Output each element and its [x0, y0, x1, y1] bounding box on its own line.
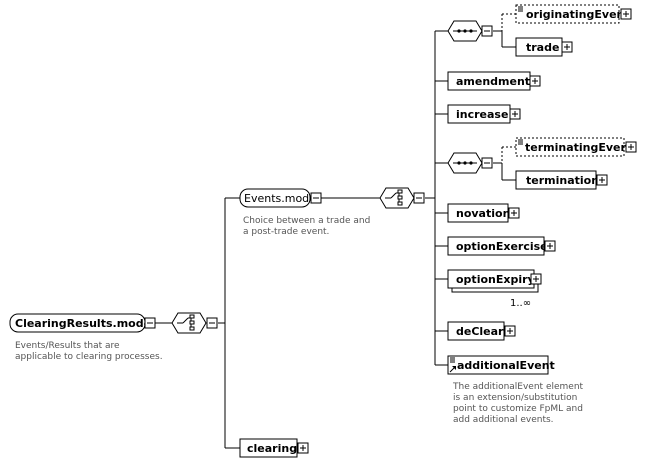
- expand-icon[interactable]: [596, 174, 608, 186]
- choice-compositor-1[interactable]: [171, 312, 218, 334]
- element-trade[interactable]: trade: [515, 37, 573, 57]
- expand-icon[interactable]: [561, 41, 573, 53]
- sequence-compositor-1[interactable]: [447, 20, 493, 42]
- collapse-icon[interactable]: [413, 192, 425, 204]
- element-termination[interactable]: termination: [515, 170, 608, 190]
- element-originating-event[interactable]: originatingEvent: [515, 4, 632, 24]
- element-amendment[interactable]: amendment: [447, 71, 541, 91]
- expand-icon[interactable]: [530, 273, 542, 285]
- choice-compositor-icon: [177, 314, 195, 331]
- events-model-group[interactable]: Events.model: [239, 188, 322, 208]
- termination-label: termination: [526, 174, 599, 187]
- option-expiry-occurrence: 1..∞: [510, 298, 531, 309]
- events-doc-line-2: a post-trade event.: [243, 227, 329, 237]
- trade-label: trade: [526, 41, 559, 54]
- additional-event-doc-line-1: The additionalEvent element: [452, 382, 584, 392]
- connector-lines: [155, 13, 516, 449]
- element-option-expiry[interactable]: optionExpiry: [447, 269, 542, 293]
- element-terminating-event[interactable]: terminatingEvent: [515, 137, 637, 157]
- expand-icon[interactable]: [504, 325, 516, 337]
- clearing-results-model-group[interactable]: ClearingResults.model: [9, 313, 156, 333]
- de-clear-label: deClear: [456, 325, 504, 338]
- novation-label: novation: [456, 207, 510, 220]
- additional-event-doc-line-3: point to customize FpML and: [453, 404, 583, 414]
- originating-event-label: originatingEvent: [526, 8, 630, 21]
- attribute-marker-icon: [518, 139, 523, 145]
- root-doc-line-2: applicable to clearing processes.: [15, 352, 163, 362]
- collapse-icon[interactable]: [206, 317, 218, 329]
- element-option-exercise[interactable]: optionExercise: [447, 236, 556, 256]
- attribute-marker-icon: [450, 357, 455, 363]
- additional-event-doc-line-4: add additional events.: [453, 415, 554, 425]
- collapse-icon[interactable]: [144, 317, 156, 329]
- root-doc-line-1: Events/Results that are: [15, 341, 120, 351]
- element-additional-event[interactable]: additionalEvent: [447, 355, 555, 375]
- events-model-label: Events.model: [244, 192, 319, 205]
- option-expiry-label: optionExpiry: [456, 273, 535, 286]
- collapse-icon[interactable]: [481, 157, 493, 169]
- substitution-arrow-icon: [449, 366, 456, 373]
- element-novation[interactable]: novation: [447, 203, 520, 223]
- clearing-label: clearing: [247, 442, 297, 455]
- attribute-marker-icon: [518, 6, 523, 12]
- amendment-label: amendment: [456, 75, 530, 88]
- expand-icon[interactable]: [508, 207, 520, 219]
- additional-event-doc-line-2: is an extension/substitution: [453, 393, 577, 403]
- element-de-clear[interactable]: deClear: [447, 321, 516, 341]
- collapse-icon[interactable]: [481, 25, 493, 37]
- clearing-results-model-label: ClearingResults.model: [15, 317, 155, 330]
- expand-icon[interactable]: [297, 442, 309, 454]
- choice-compositor-icon: [385, 189, 403, 206]
- option-exercise-label: optionExercise: [456, 240, 548, 253]
- element-clearing[interactable]: clearing: [239, 438, 309, 458]
- expand-icon[interactable]: [509, 108, 521, 120]
- sequence-compositor-icon: [453, 161, 477, 165]
- expand-icon[interactable]: [625, 141, 637, 153]
- additional-event-label: additionalEvent: [457, 359, 555, 372]
- expand-icon[interactable]: [529, 75, 541, 87]
- sequence-compositor-2[interactable]: [447, 152, 493, 174]
- expand-icon[interactable]: [620, 8, 632, 20]
- expand-icon[interactable]: [544, 240, 556, 252]
- increase-label: increase: [456, 108, 508, 121]
- events-doc-line-1: Choice between a trade and: [243, 216, 370, 226]
- terminating-event-label: terminatingEvent: [525, 141, 634, 154]
- element-increase[interactable]: increase: [447, 104, 521, 124]
- choice-compositor-2[interactable]: [379, 187, 425, 209]
- collapse-icon[interactable]: [310, 192, 322, 204]
- sequence-compositor-icon: [453, 29, 477, 33]
